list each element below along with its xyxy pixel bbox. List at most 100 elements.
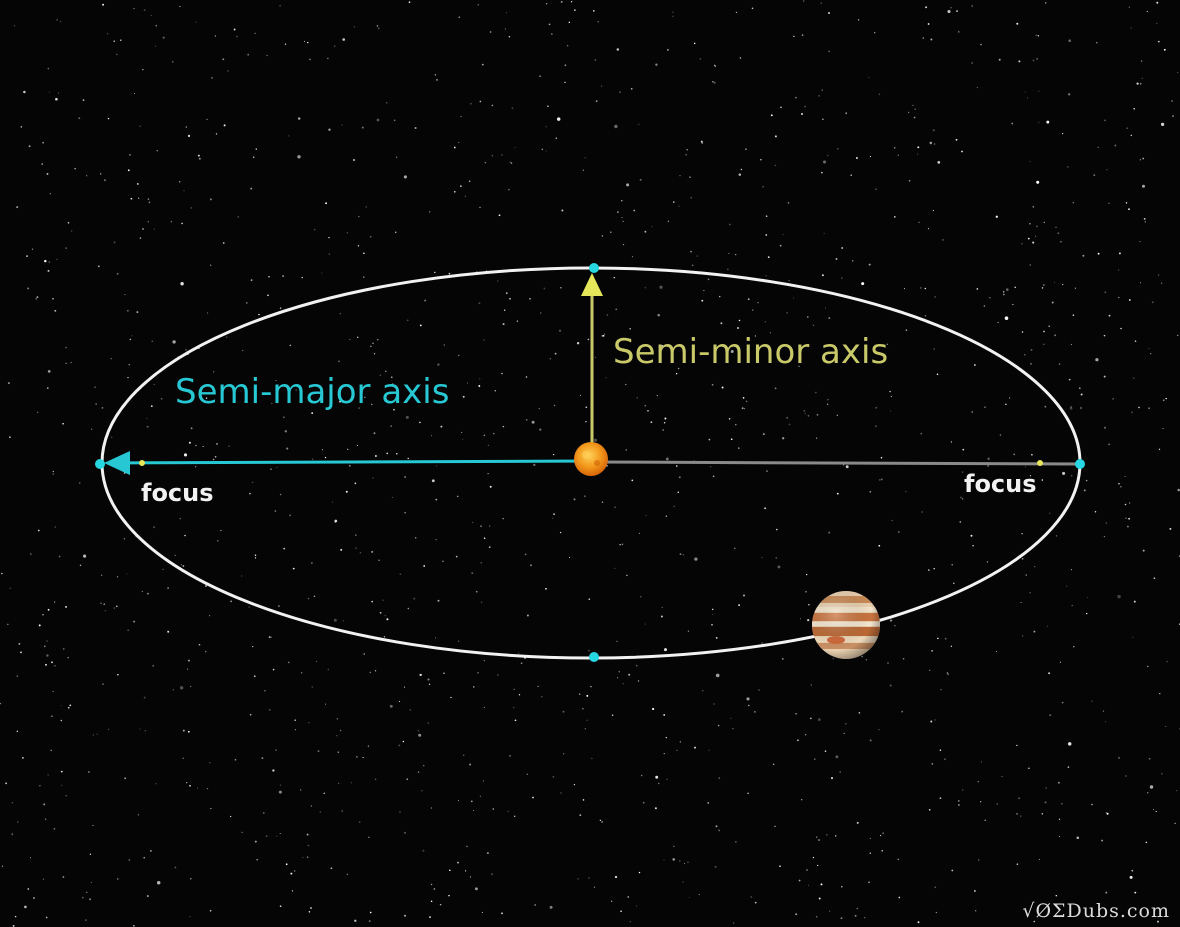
star-dot [139,125,142,128]
star-dot [212,458,215,461]
star-dot [1143,217,1146,220]
star-dot [434,74,437,76]
star-dot [690,250,692,253]
star-dot [62,647,65,650]
star-dot [629,328,631,330]
star-dot [686,149,688,151]
star-dot [27,287,30,290]
star-dot [562,753,565,755]
star-dot [104,610,106,612]
star-dot [86,891,88,894]
star-dot [43,645,46,648]
star-dot [483,537,486,539]
star-dot [781,657,784,660]
star-dot [547,105,549,107]
star-dot [190,685,192,687]
star-dot [33,897,35,899]
star-dot [806,316,809,318]
star-dot [893,216,896,218]
star-dot [539,428,542,431]
star-dot [1060,241,1062,243]
star-dot [1165,725,1167,728]
star-dot [629,921,631,923]
star-dot [754,335,756,337]
star-dot [619,544,621,546]
star-dot [562,710,565,713]
star-dot [1133,377,1135,379]
star-dot [980,43,982,46]
star-dot [560,0,563,3]
star-dot [774,825,776,828]
star-dot [995,215,998,218]
star-dot [827,403,829,405]
star-dot [392,383,394,385]
star-dot [36,296,39,299]
star-dot [91,428,93,430]
star-dot [356,336,359,339]
star-dot [935,911,937,914]
star-dot [182,565,185,567]
semi-major-arrowhead [104,451,130,475]
star-dot [1112,398,1114,400]
star-dot [376,25,379,27]
star-dot [894,625,896,627]
star-dot [647,409,649,412]
star-dot [1036,180,1040,184]
star-dot [584,728,586,730]
star-dot [38,624,41,627]
star-dot [298,117,301,120]
star-dot [146,425,149,428]
star-dot [254,32,256,35]
star-dot [682,554,685,556]
star-dot [830,777,834,780]
star-dot [341,810,343,812]
star-dot [713,703,715,705]
star-dot [818,95,820,97]
star-dot [1001,776,1003,778]
star-dot [482,780,484,782]
star-dot [738,319,741,322]
star-dot [92,824,94,827]
star-dot [357,245,360,247]
star-dot [1153,808,1155,810]
star-dot [905,329,908,331]
star-dot [655,775,659,779]
star-dot [1118,252,1121,255]
left-focus-point [139,460,145,466]
star-dot [614,567,616,569]
star-dot [1125,775,1127,777]
star-dot [289,514,291,517]
star-dot [852,260,854,262]
star-dot [302,856,304,859]
star-dot [308,911,311,913]
star-dot [310,907,312,909]
star-dot [9,436,11,439]
star-dot [1105,891,1108,894]
star-dot [747,792,749,794]
star-dot [1169,527,1172,530]
star-dot [617,677,619,679]
star-dot [1021,533,1023,535]
star-dot [803,0,805,2]
star-dot [48,261,51,263]
star-dot [391,496,393,498]
star-dot [89,853,92,855]
star-dot [940,689,942,691]
star-dot [845,723,847,725]
star-dot [498,214,501,217]
star-dot [478,385,481,387]
star-dot [765,215,768,218]
star-dot [251,481,254,484]
star-dot [311,412,314,415]
star-dot [60,719,63,722]
star-dot [117,878,119,880]
star-dot [610,231,612,233]
star-dot [110,357,112,360]
star-dot [908,180,911,182]
star-dot [103,603,105,605]
star-dot [764,321,766,323]
star-dot [820,883,823,886]
star-dot [640,774,643,777]
star-dot [1070,343,1072,345]
star-dot [807,415,810,417]
